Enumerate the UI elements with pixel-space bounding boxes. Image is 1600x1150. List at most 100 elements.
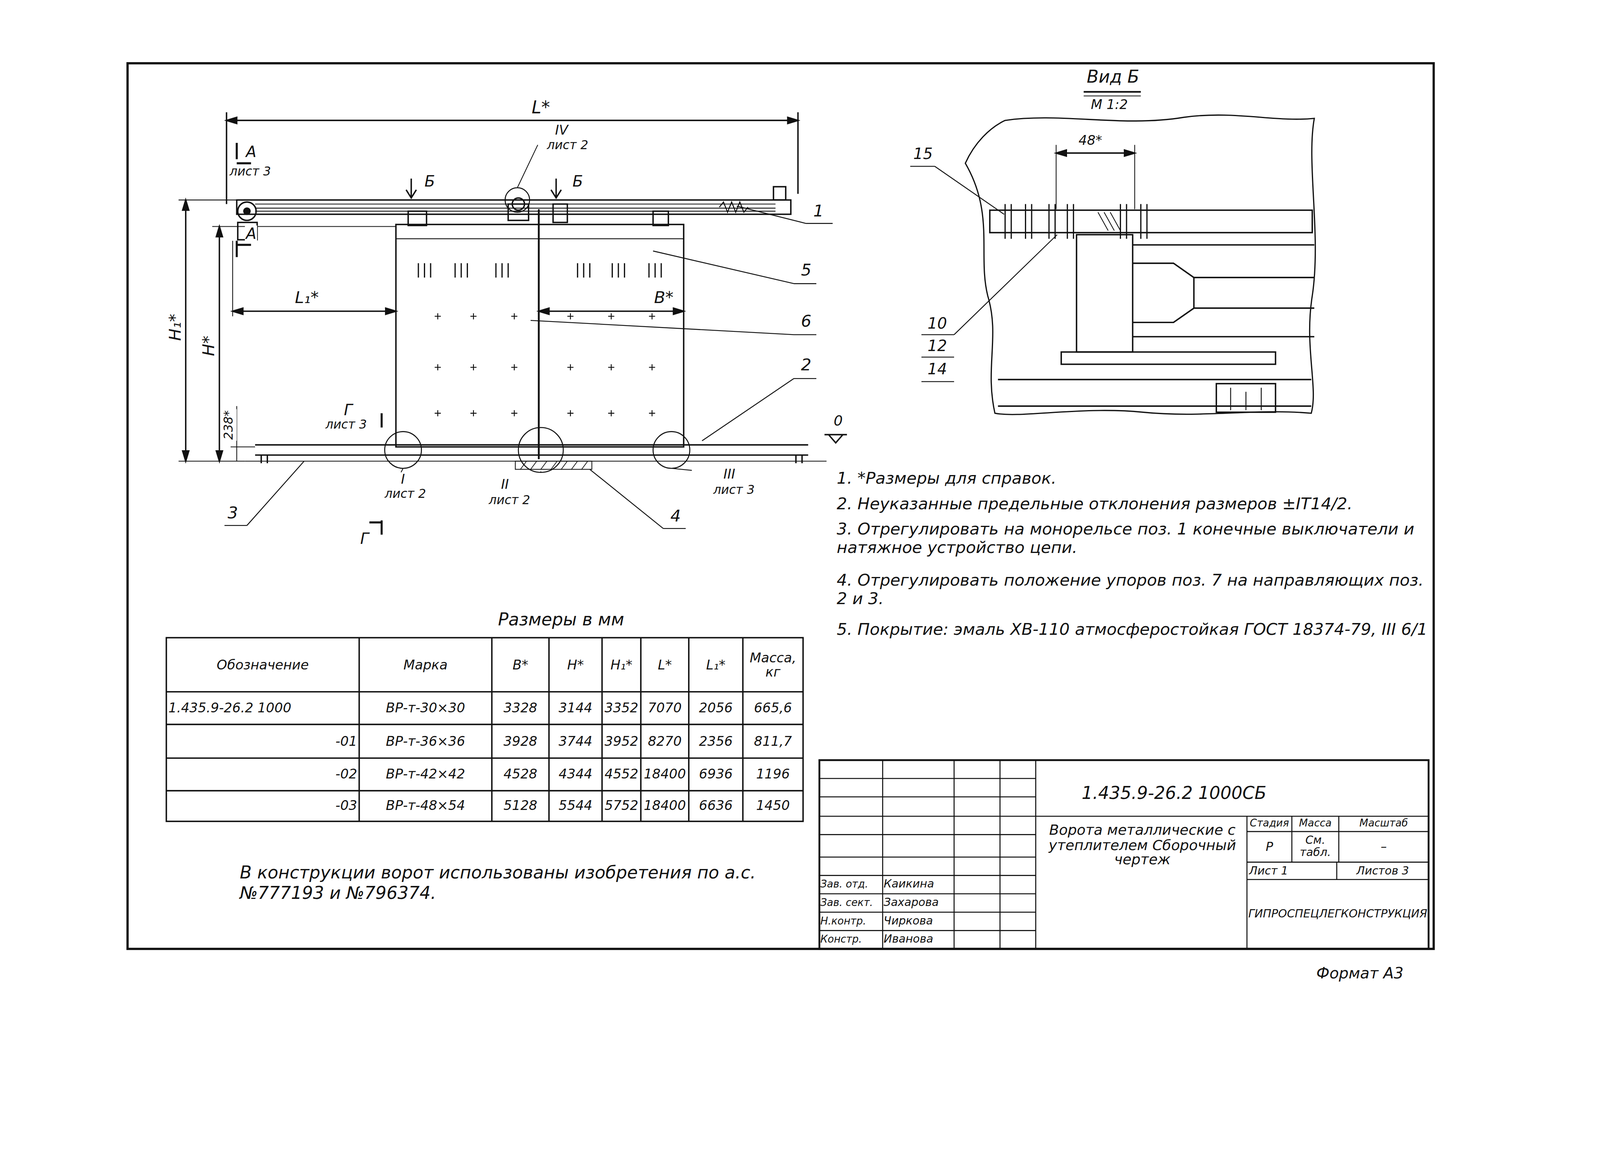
table-cell: 3328 xyxy=(493,691,548,725)
dimension-label: 238* xyxy=(222,409,237,441)
table-cell: 1450 xyxy=(745,790,802,822)
callout-number: 6 xyxy=(800,312,813,332)
table-cell: ВР-т-36×36 xyxy=(361,724,491,759)
table-cell: -02 xyxy=(168,758,358,791)
note-text: 2. Неуказанные предельные отклонения раз… xyxy=(836,494,1440,514)
table-cell: 6936 xyxy=(690,758,741,791)
table-cell: 5752 xyxy=(604,790,639,822)
title-block-text: Р xyxy=(1248,831,1292,863)
detail-mark: I xyxy=(399,472,406,488)
table-cell: 2056 xyxy=(690,691,741,725)
title-block-text: Каикина xyxy=(883,875,953,894)
table-cell: H₁* xyxy=(604,637,639,692)
table-cell: 18400 xyxy=(642,790,687,822)
note-text: 3. Отрегулировать на монорельсе поз. 1 к… xyxy=(836,520,1440,558)
table-cell: -03 xyxy=(168,790,358,822)
detail-mark: II xyxy=(499,477,510,493)
section-mark: Г xyxy=(342,401,354,420)
dimension-label: H₁* xyxy=(166,312,186,343)
title-block-text: Зав. отд. xyxy=(820,875,882,894)
table-cell: 4344 xyxy=(551,758,600,791)
callout-number: 4 xyxy=(669,506,683,526)
title-block-text: Листов 3 xyxy=(1338,862,1427,880)
dimension-label: L₁* xyxy=(294,288,320,308)
sheet-format: Формат А3 xyxy=(1316,965,1404,984)
organization-name: ГИПРОСПЕЦЛЕГКОНСТРУКЦИЯ xyxy=(1248,879,1427,949)
title-block-text: Масштаб xyxy=(1339,816,1428,832)
view-mark: Б xyxy=(423,173,437,192)
table-cell: ВР-т-30×30 xyxy=(361,691,491,725)
title-block-text: – xyxy=(1339,831,1428,863)
title-block-text: Лист 1 xyxy=(1248,862,1335,880)
table-cell: ВР-т-42×42 xyxy=(361,758,491,791)
document-code: 1.435.9-26.2 1000СБ xyxy=(1081,783,1267,804)
sheet-ref: лист 3 xyxy=(228,165,272,180)
callout-number: 12 xyxy=(926,337,949,356)
table-cell: L₁* xyxy=(690,637,741,692)
table-cell: Марка xyxy=(361,637,491,692)
dimension-label: H* xyxy=(199,334,219,357)
note-text: 4. Отрегулировать положение упоров поз. … xyxy=(836,571,1440,609)
sheet-ref: лист 3 xyxy=(712,483,756,498)
sheet-ref: лист 2 xyxy=(487,493,531,509)
table-title: Размеры в мм xyxy=(497,610,625,631)
note-text: 5. Покрытие: эмаль ХВ-110 атмосферостойк… xyxy=(836,620,1440,640)
table-cell: 3928 xyxy=(493,724,548,759)
table-cell: 5128 xyxy=(493,790,548,822)
view-mark: Б xyxy=(571,173,585,192)
table-cell: ВР-т-48×54 xyxy=(361,790,491,822)
dimension-label: 48* xyxy=(1077,133,1104,150)
table-cell: 3144 xyxy=(551,691,600,725)
title-block-text: Стадия xyxy=(1248,816,1292,832)
callout-number: 5 xyxy=(800,261,813,281)
callout-number: 14 xyxy=(926,361,949,380)
title-block-text: Зав. сект. xyxy=(820,893,882,913)
table-cell: 811,7 xyxy=(745,724,802,759)
title-block-text: Иванова xyxy=(883,930,953,949)
table-cell: 6636 xyxy=(690,790,741,822)
table-cell: 1.435.9-26.2 1000 xyxy=(168,691,358,725)
table-cell: 3352 xyxy=(604,691,639,725)
callout-number: 10 xyxy=(926,315,949,333)
table-cell: 3952 xyxy=(604,724,639,759)
table-cell: 4528 xyxy=(493,758,548,791)
table-cell: В* xyxy=(493,637,548,692)
dimension-label: В* xyxy=(652,288,675,308)
callout-number: 3 xyxy=(226,504,240,524)
drawing-title: Ворота металлические с утеплителем Сборо… xyxy=(1043,819,1243,871)
dimension-label: L* xyxy=(530,98,552,119)
scale-label: М 1:2 xyxy=(1089,98,1129,114)
level-mark: 0 xyxy=(832,412,844,429)
title-block-text: См. табл. xyxy=(1292,831,1338,863)
section-mark: А xyxy=(244,225,258,244)
table-cell: 7070 xyxy=(642,691,687,725)
table-cell: 3744 xyxy=(551,724,600,759)
table-cell: H* xyxy=(551,637,600,692)
sheet-ref: лист 3 xyxy=(324,418,368,433)
table-cell: Масса, кг xyxy=(745,637,802,692)
sheet-ref: лист 2 xyxy=(545,138,590,154)
table-cell: 1196 xyxy=(745,758,802,791)
section-mark: Г xyxy=(359,530,370,549)
title-block-text: Н.контр. xyxy=(820,912,882,931)
title-block-text: Чиркова xyxy=(883,912,953,931)
callout-number: 2 xyxy=(800,356,813,376)
callout-number: 15 xyxy=(912,146,935,164)
table-cell: 18400 xyxy=(642,758,687,791)
table-cell: 665,6 xyxy=(745,691,802,725)
title-block-text: Масса xyxy=(1292,816,1338,832)
section-mark: А xyxy=(244,144,258,162)
note-text: В конструкции ворот использованы изобрет… xyxy=(239,863,812,903)
detail-mark: III xyxy=(722,467,737,483)
note-text: 1. *Размеры для справок. xyxy=(836,469,1440,489)
table-cell: 4552 xyxy=(604,758,639,791)
table-cell: 8270 xyxy=(642,724,687,759)
table-cell: 5544 xyxy=(551,790,600,822)
title-block-text: Констр. xyxy=(820,930,882,949)
callout-number: 1 xyxy=(812,201,825,221)
table-cell: 2356 xyxy=(690,724,741,759)
table-cell: Обозначение xyxy=(168,637,358,692)
table-cell: L* xyxy=(642,637,687,692)
title-block-text: Захарова xyxy=(883,893,953,913)
